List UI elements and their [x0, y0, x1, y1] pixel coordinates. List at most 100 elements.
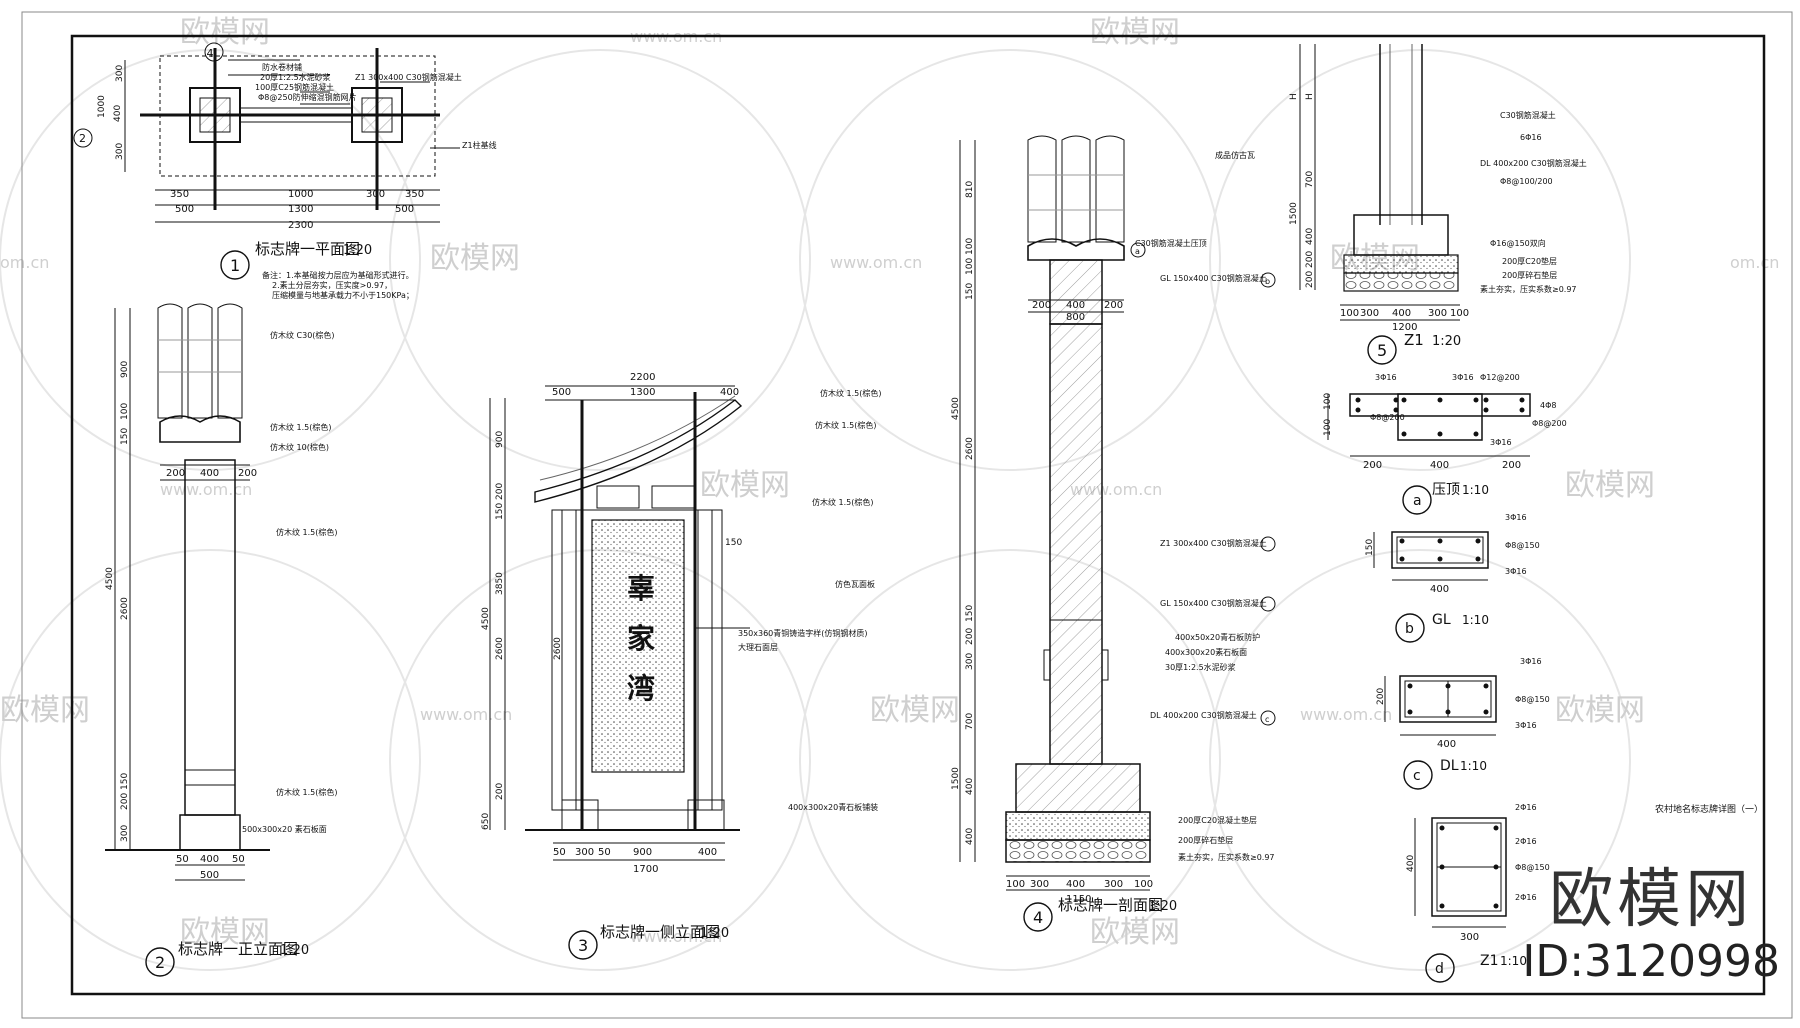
svg-text:仿色瓦面板: 仿色瓦面板 — [835, 579, 875, 589]
svg-text:100: 100 — [965, 258, 975, 275]
svg-text:www.om.cn: www.om.cn — [630, 927, 722, 946]
svg-text:备注：1.本基础按力层应为基础形式进行。: 备注：1.本基础按力层应为基础形式进行。 — [262, 270, 414, 280]
svg-text:400: 400 — [1066, 300, 1085, 311]
svg-text:300: 300 — [1104, 879, 1123, 890]
svg-text:3Φ16: 3Φ16 — [1515, 721, 1537, 730]
svg-text:防水卷材铺: 防水卷材铺 — [262, 62, 302, 72]
svg-text:350x360青铜铸造字样(仿铜钢材质): 350x360青铜铸造字样(仿铜钢材质) — [738, 628, 868, 638]
svg-text:300: 300 — [1460, 932, 1479, 943]
svg-text:2600: 2600 — [553, 637, 563, 660]
svg-text:200: 200 — [1305, 251, 1315, 268]
svg-text:欧模网: 欧模网 — [1565, 468, 1655, 503]
svg-text:810: 810 — [965, 181, 975, 198]
svg-text:欧模网: 欧模网 — [1090, 915, 1180, 950]
svg-text:2Φ16: 2Φ16 — [1515, 837, 1537, 846]
svg-text:400: 400 — [1305, 228, 1315, 245]
svg-text:300: 300 — [115, 65, 125, 82]
detail-b-rebar-dots — [1399, 538, 1481, 562]
detail-c-rebar-dots — [1407, 683, 1489, 715]
svg-text:400x300x20素石板面: 400x300x20素石板面 — [1165, 647, 1247, 657]
svg-text:C30钢筋混凝土: C30钢筋混凝土 — [1500, 110, 1556, 120]
svg-text:Z1: Z1 — [1480, 953, 1499, 969]
svg-text:400: 400 — [1437, 739, 1456, 750]
svg-text:2300: 2300 — [288, 220, 313, 231]
svg-text:30厚1:2.5水泥砂浆: 30厚1:2.5水泥砂浆 — [1165, 662, 1236, 672]
svg-text:300: 300 — [120, 825, 130, 842]
svg-text:湾: 湾 — [627, 672, 655, 705]
svg-text:400: 400 — [698, 847, 717, 858]
svg-text:家: 家 — [627, 622, 655, 655]
svg-text:欧模网: 欧模网 — [180, 915, 270, 950]
svg-text:H: H — [1305, 93, 1315, 100]
svg-text:素土夯实，压实系数≥0.97: 素土夯实，压实系数≥0.97 — [1178, 852, 1275, 862]
svg-text:350: 350 — [170, 189, 189, 200]
outer-border — [21, 11, 1793, 1019]
svg-text:1500: 1500 — [1289, 202, 1299, 225]
svg-text:200: 200 — [1502, 460, 1521, 471]
svg-text:650: 650 — [481, 813, 491, 830]
svg-text:200厚C20垫层: 200厚C20垫层 — [1502, 256, 1557, 266]
svg-text:500: 500 — [552, 387, 571, 398]
svg-text:200厚C20混凝土垫层: 200厚C20混凝土垫层 — [1178, 815, 1257, 825]
svg-text:欧模网: 欧模网 — [700, 468, 790, 503]
view-5-footing — [1299, 44, 1460, 365]
svg-text:压缩模量与地基承载力不小于150KPa；: 压缩模量与地基承载力不小于150KPa； — [272, 290, 414, 300]
svg-text:2: 2 — [79, 132, 86, 145]
svg-text:Z1柱基线: Z1柱基线 — [462, 140, 497, 150]
svg-text:标志牌一平面图: 标志牌一平面图 — [255, 240, 360, 258]
svg-text:Φ8@250防伸缩混钢筋网片: Φ8@250防伸缩混钢筋网片 — [258, 92, 357, 102]
svg-text:仿木纹 1.5(棕色): 仿木纹 1.5(棕色) — [820, 388, 882, 398]
svg-text:d: d — [1435, 961, 1444, 977]
svg-text:1000: 1000 — [97, 95, 107, 118]
svg-text:350: 350 — [405, 189, 424, 200]
svg-text:300: 300 — [575, 847, 594, 858]
svg-text:3Φ16: 3Φ16 — [1505, 513, 1527, 522]
svg-text:300: 300 — [366, 189, 385, 200]
svg-text:2200: 2200 — [630, 372, 655, 383]
svg-text:DL: DL — [1440, 758, 1459, 774]
svg-text:400: 400 — [965, 828, 975, 845]
svg-text:Z1: Z1 — [1404, 331, 1424, 349]
view-4-text: 4 标志牌一剖面图 1:20 810 100 150 100 4500 2600… — [951, 150, 1275, 927]
svg-text:GL 150x400 C30钢筋混凝土: GL 150x400 C30钢筋混凝土 — [1160, 598, 1267, 608]
svg-text:700: 700 — [965, 713, 975, 730]
svg-text:100: 100 — [1134, 879, 1153, 890]
svg-text:1:20: 1:20 — [1148, 899, 1177, 914]
svg-text:50: 50 — [598, 847, 611, 858]
svg-text:200厚碎石垫层: 200厚碎石垫层 — [1178, 835, 1233, 845]
svg-text:1150: 1150 — [1066, 894, 1091, 905]
svg-text:a: a — [1413, 493, 1422, 509]
svg-text:仿木纹 1.5(棕色): 仿木纹 1.5(棕色) — [812, 497, 874, 507]
svg-text:3Φ16: 3Φ16 — [1375, 373, 1397, 382]
svg-text:400: 400 — [965, 778, 975, 795]
detail-b-beam-gl — [1373, 531, 1489, 643]
svg-text:4Φ8: 4Φ8 — [1540, 401, 1556, 410]
svg-text:200: 200 — [1305, 271, 1315, 288]
watermark-badge: 欧模网 ID:3120998 — [1522, 864, 1780, 988]
svg-text:2Φ16: 2Φ16 — [1515, 803, 1537, 812]
svg-text:欧模网: 欧模网 — [1090, 15, 1180, 50]
svg-text:150: 150 — [120, 428, 130, 445]
view-1-plan — [73, 42, 460, 280]
detail-c-text: c DL 1:10 3Φ16 Φ8@150 3Φ16 200 400 — [1376, 657, 1550, 784]
svg-text:www.om.cn: www.om.cn — [160, 480, 252, 499]
view-5-text: 5 Z1 1:20 H H 700 1500 400 200 200 100 3… — [1289, 93, 1587, 360]
detail-a-coping — [1327, 393, 1531, 515]
svg-text:欧模网: 欧模网 — [0, 693, 90, 728]
view-1-text: 4 2 1 标志牌一平面图 1:20 备注：1.本基础按力层应为基础形式进行。 … — [79, 47, 497, 300]
svg-text:400x50x20青石板防护: 400x50x20青石板防护 — [1175, 632, 1260, 642]
svg-text:150: 150 — [120, 773, 130, 790]
svg-text:辜: 辜 — [627, 572, 655, 605]
svg-text:150: 150 — [965, 605, 975, 622]
svg-text:DL 400x200 C30钢筋混凝土: DL 400x200 C30钢筋混凝土 — [1150, 710, 1257, 720]
svg-text:400: 400 — [1430, 584, 1449, 595]
svg-text:1200: 1200 — [1392, 322, 1417, 333]
svg-text:Φ8@100/200: Φ8@100/200 — [1500, 177, 1553, 186]
svg-text:仿木纹 1.5(棕色): 仿木纹 1.5(棕色) — [276, 787, 338, 797]
svg-text:500: 500 — [175, 204, 194, 215]
svg-text:仿木纹 1.5(棕色): 仿木纹 1.5(棕色) — [815, 420, 877, 430]
svg-text:200厚碎石垫层: 200厚碎石垫层 — [1502, 270, 1557, 280]
svg-text:400: 400 — [1406, 855, 1416, 872]
badge-id: ID:3120998 — [1522, 936, 1780, 987]
